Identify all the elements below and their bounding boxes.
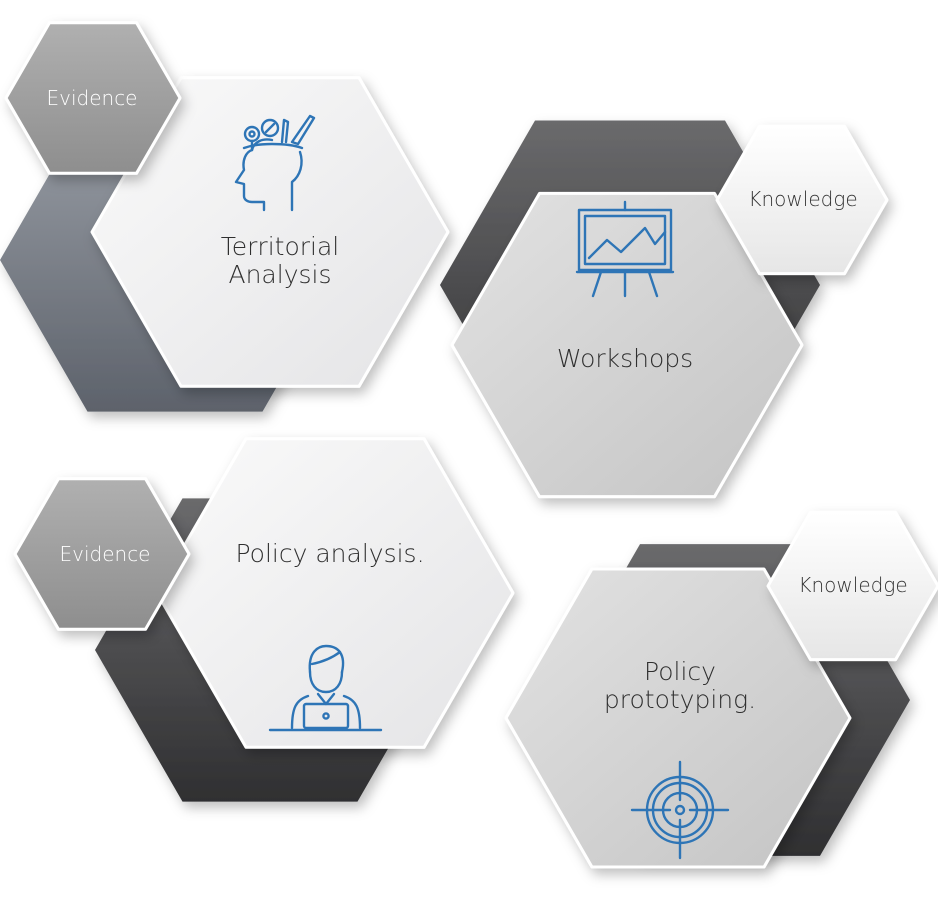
label-policy-prototyping: Policy prototyping. <box>603 657 757 714</box>
person-laptop-icon <box>268 642 383 732</box>
hexagon-workshops <box>450 191 804 499</box>
label-policy-analysis: Policy analysis. <box>235 539 425 568</box>
hexagon-tag-evidence-2 <box>13 477 191 631</box>
label-workshops: Workshops <box>556 344 694 373</box>
hexagon-tag-evidence-1 <box>4 21 182 175</box>
presentation-chart-icon <box>575 200 675 300</box>
tag-knowledge-2: Knowledge <box>798 573 908 597</box>
hexagon-territorial-analysis <box>90 76 450 388</box>
hexagon-tag-knowledge-1 <box>715 124 889 276</box>
head-thinking-icon <box>222 112 322 212</box>
tag-evidence-1: Evidence <box>46 86 138 110</box>
hexagon-tag-knowledge-2 <box>766 510 938 662</box>
tag-evidence-2: Evidence <box>59 542 151 566</box>
hexagon-policy-prototyping <box>504 567 852 869</box>
target-icon <box>630 760 730 860</box>
label-territorial-analysis: Territorial Analysis <box>220 232 340 289</box>
tag-knowledge-1: Knowledge <box>748 187 858 211</box>
